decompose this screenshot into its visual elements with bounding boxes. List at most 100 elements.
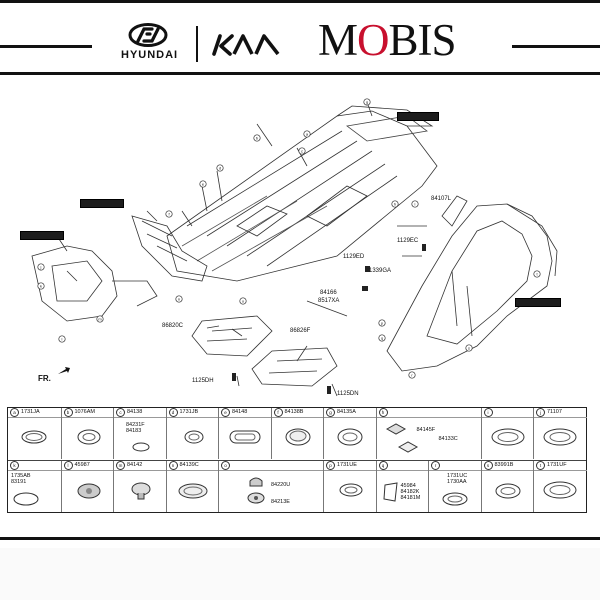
- part-sub-q-3: 84181M: [400, 495, 421, 501]
- footer-band: [0, 548, 600, 600]
- part-mark-d: d: [168, 408, 178, 417]
- part-mark-e: e: [221, 408, 230, 417]
- grommet-icon: [21, 430, 47, 444]
- callout-j: [37, 263, 45, 271]
- callout-g: [363, 98, 371, 106]
- callout-n: [175, 295, 183, 303]
- part-mark-j: j: [536, 408, 545, 417]
- part-cell-o[interactable]: o 84220U 84213E: [218, 461, 324, 512]
- part-cell-j[interactable]: i: [480, 408, 534, 459]
- part-code-t: 1731UF: [547, 462, 567, 468]
- mobis-letter: I: [417, 15, 433, 65]
- top-rule: [0, 0, 600, 3]
- callout-c: [298, 147, 306, 155]
- part-sub-k-1: 1735AB: [11, 473, 31, 479]
- part-cell-q[interactable]: q 45984 84182K 84181M: [375, 461, 429, 512]
- part-cell-r[interactable]: r 1731UC 1730AA: [428, 461, 482, 512]
- part-mark-s: s: [483, 461, 493, 470]
- part-mark-f: f: [273, 408, 283, 417]
- part-mark-o: o: [221, 461, 230, 470]
- label-84107l: 84107L: [431, 196, 452, 202]
- callout-letter-b: b: [256, 136, 259, 141]
- part-sub-c-2: 84183: [126, 428, 142, 434]
- hyundai-wordmark: HYUNDAI: [121, 49, 179, 61]
- part-code-m: 84142: [127, 462, 143, 468]
- callout-letter-l: l: [62, 337, 63, 342]
- footer-rule: [0, 537, 600, 540]
- callout-letter-d: d: [219, 166, 221, 171]
- floor-pan-outline: [166, 110, 438, 282]
- part-sub-q-2: 84182K: [400, 489, 420, 495]
- fastener-1129ec: [422, 244, 426, 251]
- part-mark-a: a: [10, 408, 19, 417]
- part-mark-p: p: [326, 461, 335, 470]
- part-mark-c: c: [116, 408, 125, 417]
- grommet-icon: [184, 430, 203, 444]
- part-cell-h-head: h: [376, 408, 482, 418]
- header-right-rule: [512, 45, 600, 48]
- callout-p: [378, 319, 386, 327]
- callout-letter-k: k: [40, 284, 42, 289]
- label-1129ec: 1129EC: [397, 238, 419, 244]
- part-mark-g: g: [326, 408, 335, 417]
- label-84166: 84166: [320, 290, 337, 296]
- part-mark-h: h: [378, 408, 388, 417]
- callout-h: [391, 200, 399, 208]
- part-mark-q: q: [378, 461, 388, 470]
- part-sub-c-1: 84231F: [126, 422, 145, 428]
- part-cell-r-head: r: [429, 461, 482, 471]
- part-mark-m: m: [116, 461, 125, 470]
- part-sub-o-1: 84220U: [271, 482, 291, 488]
- part-code-b: 1076AM: [74, 409, 96, 415]
- label-tag-4: [515, 298, 561, 307]
- hyundai-logo-icon: [128, 23, 168, 47]
- callout-q: [378, 334, 386, 342]
- part-code-c: 84138: [127, 409, 143, 415]
- grommet-icon: [442, 492, 468, 506]
- large-plug-icon: [543, 481, 577, 499]
- callout-letter-n: n: [178, 297, 180, 302]
- callout-i: [411, 200, 419, 208]
- part-cell-k[interactable]: k 1735AB 83191: [8, 461, 61, 512]
- part-cell-h[interactable]: h 84145F 84133C: [375, 408, 482, 459]
- part-cell-q-head: q: [376, 461, 429, 471]
- mobis-text: MOBIS: [318, 15, 457, 65]
- callout-letter-p: p: [381, 321, 384, 326]
- callout-b: [253, 134, 261, 142]
- fastener-1339ga: [365, 266, 370, 272]
- part-cell-k-head: k: [8, 461, 61, 471]
- callout-f: [165, 210, 173, 218]
- callout-letter-s: s: [468, 346, 470, 351]
- part-code-e: 84148: [232, 409, 248, 415]
- part-sub-r-2: 1730AA: [447, 479, 467, 485]
- flat-plug-icon: [178, 483, 207, 499]
- part-sub-h-2: 84133C: [438, 436, 458, 442]
- brand-header: HYUNDAI MOBIS: [0, 10, 600, 65]
- mobis-letter: M: [318, 15, 358, 65]
- small-plug-icon: [132, 442, 150, 452]
- label-86826f: 86826F: [290, 328, 311, 334]
- callout-letter-r: r: [411, 373, 413, 378]
- label-86820c: 86820C: [162, 323, 184, 329]
- label-1339ga: 1339GA: [369, 268, 392, 274]
- header-bottom-rule: [0, 72, 600, 75]
- callout-letter-g: g: [366, 100, 368, 105]
- callout-letter-e: e: [202, 182, 205, 187]
